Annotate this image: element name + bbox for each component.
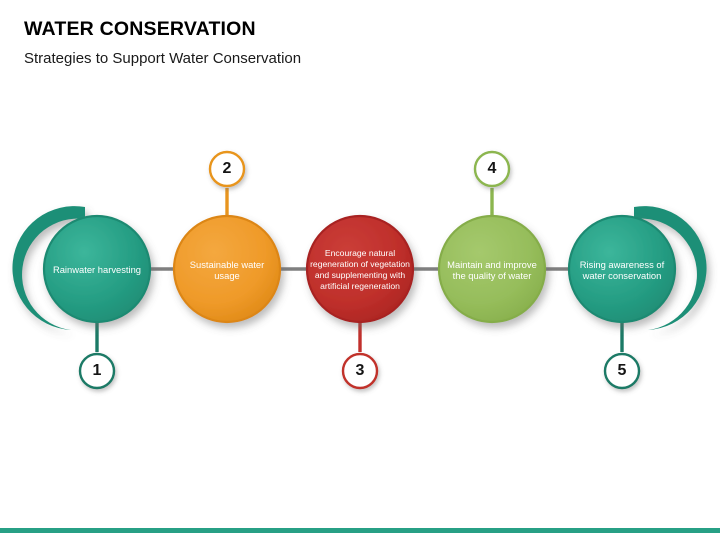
node-circle-2[interactable] xyxy=(172,214,282,324)
node-1-crescent-decor xyxy=(12,206,86,330)
bottom-accent-bar xyxy=(0,528,720,533)
node-circle-3[interactable] xyxy=(305,214,415,324)
badge-ring-2[interactable] xyxy=(208,150,246,188)
badge-ring-3[interactable] xyxy=(341,352,379,390)
node-circle-1[interactable] xyxy=(42,214,152,324)
node-5-crescent-decor xyxy=(634,206,707,330)
badge-ring-5[interactable] xyxy=(603,352,641,390)
node-circle-4[interactable] xyxy=(437,214,547,324)
badge-ring-4[interactable] xyxy=(473,150,511,188)
page-title: WATER CONSERVATION xyxy=(24,18,256,40)
page-subtitle: Strategies to Support Water Conservation xyxy=(24,50,302,67)
node-circle-5[interactable] xyxy=(567,214,677,324)
badge-ring-1[interactable] xyxy=(78,352,116,390)
